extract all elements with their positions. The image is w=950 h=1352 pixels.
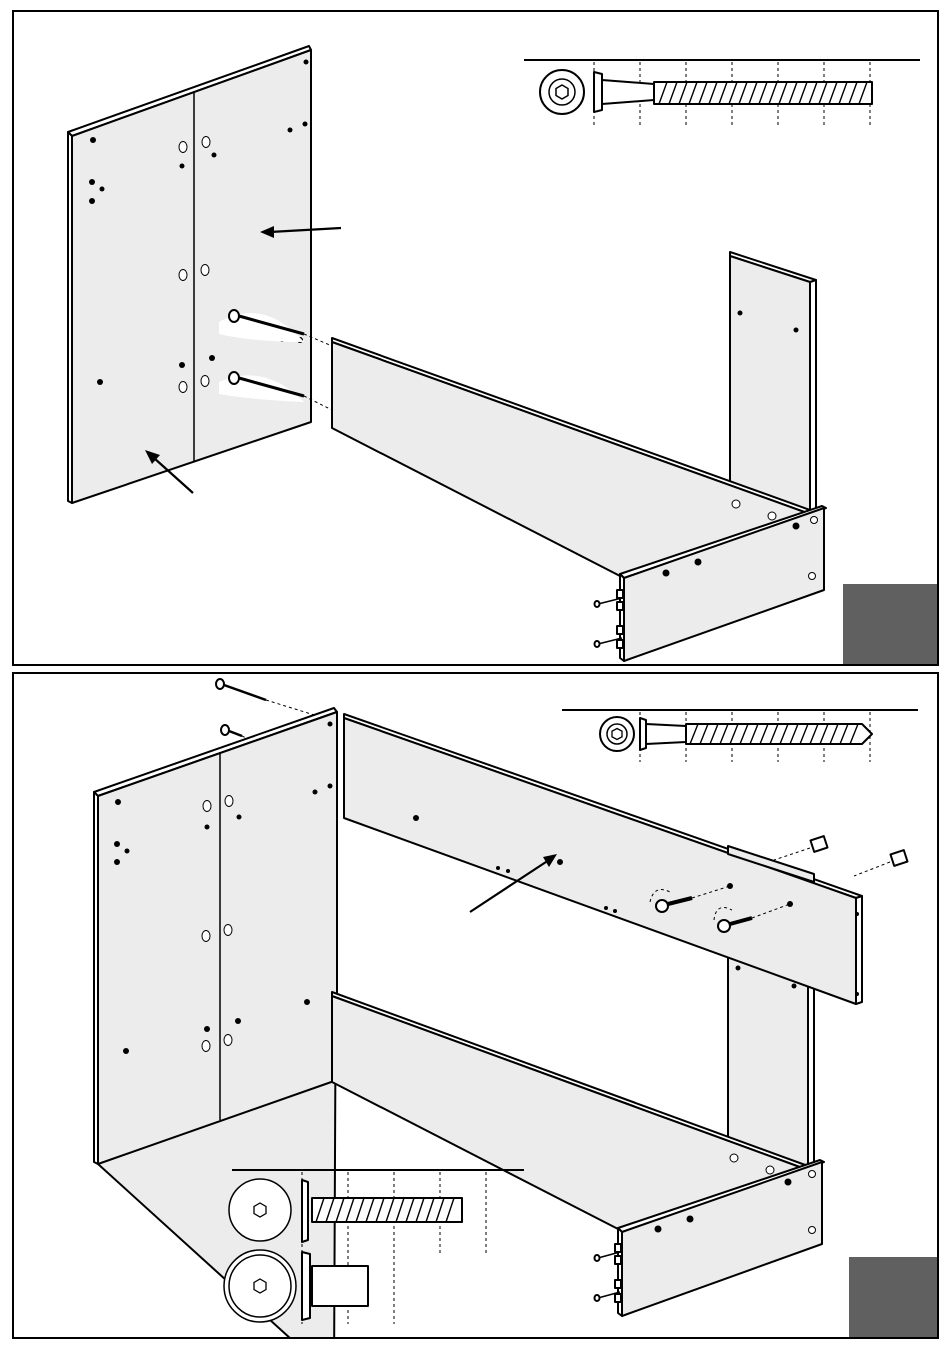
top-rail (344, 714, 862, 1004)
assembly-step-1 (12, 10, 939, 666)
step-number-badge (849, 1257, 937, 1337)
step-2-diagram (14, 674, 939, 1339)
hexagon-socket-icon (540, 70, 584, 114)
screw-icon (594, 72, 872, 112)
side-panel (94, 708, 337, 1339)
small-screw (595, 590, 624, 648)
screw-icon (640, 718, 872, 750)
hexagon-socket-icon (600, 717, 634, 751)
assembly-step-2 (12, 672, 939, 1339)
back-upright (730, 252, 816, 512)
step-1-diagram (14, 12, 939, 666)
cam-bolt-icon (229, 1179, 462, 1242)
step-number-badge (843, 584, 937, 664)
side-panel (68, 46, 311, 503)
